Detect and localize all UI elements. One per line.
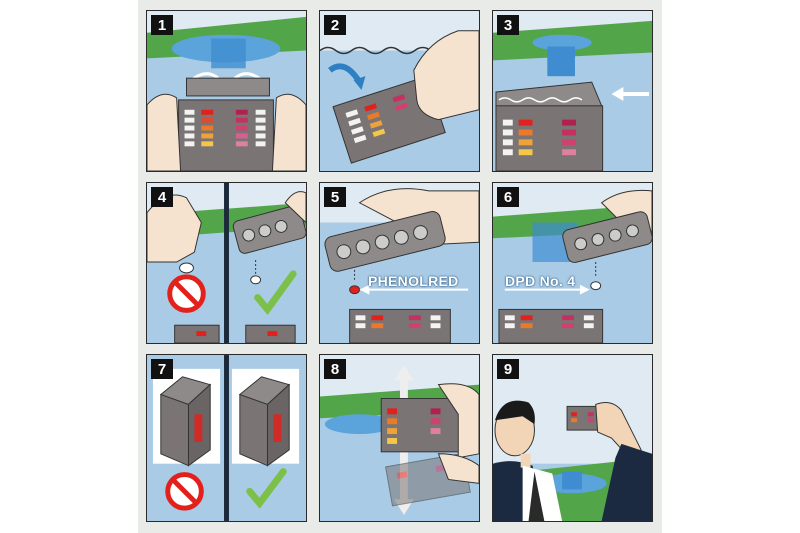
step-9-illustration bbox=[493, 355, 652, 521]
tester-icon bbox=[160, 393, 189, 467]
step-2-illustration bbox=[320, 11, 479, 164]
step-8-illustration bbox=[320, 355, 479, 516]
reagent-label-dpd4: DPD No. 4 bbox=[505, 273, 576, 289]
step-number: 1 bbox=[151, 15, 173, 35]
step-3-panel: 3 bbox=[492, 10, 653, 172]
step-5-panel: 5 PHENOLRED bbox=[319, 182, 480, 344]
step-number: 2 bbox=[324, 15, 346, 35]
step-6-panel: 6 DPD No. 4 bbox=[492, 182, 653, 344]
step-number: 3 bbox=[497, 15, 519, 35]
hand-icon bbox=[437, 383, 479, 459]
step-3-illustration bbox=[493, 11, 652, 171]
dip-arrow-icon bbox=[328, 63, 363, 84]
blister-pack-icon bbox=[562, 211, 652, 263]
hand-icon bbox=[413, 30, 479, 121]
check-icon bbox=[246, 468, 287, 509]
step-number: 5 bbox=[324, 187, 346, 207]
white-tablet-icon bbox=[590, 281, 602, 291]
step-1-panel: 1 bbox=[146, 10, 307, 172]
step-7-panel: 7 bbox=[146, 354, 307, 522]
step-1-illustration bbox=[147, 11, 306, 171]
step-4-illustration bbox=[147, 183, 306, 343]
instruction-sheet: 1 bbox=[138, 0, 662, 533]
step-6-illustration bbox=[493, 183, 652, 343]
hand-icon bbox=[147, 93, 182, 171]
step-number: 4 bbox=[151, 187, 173, 207]
red-tablet-icon bbox=[349, 285, 360, 295]
tablet-icon bbox=[179, 262, 194, 274]
step-2-panel: 2 bbox=[319, 10, 480, 172]
reagent-label-phenolred: PHENOLRED bbox=[368, 273, 459, 289]
step-number: 6 bbox=[497, 187, 519, 207]
step-number: 9 bbox=[497, 359, 519, 379]
tester-icon bbox=[566, 405, 600, 431]
step-8-panel: 8 bbox=[319, 354, 480, 522]
step-number: 8 bbox=[324, 359, 346, 379]
tester-icon bbox=[495, 105, 604, 171]
step-9-panel: 9 bbox=[492, 354, 653, 522]
step-number: 7 bbox=[151, 359, 173, 379]
check-icon bbox=[254, 270, 297, 316]
step-4-panel: 4 bbox=[146, 182, 307, 344]
step-5-illustration bbox=[320, 183, 479, 343]
step-7-illustration bbox=[152, 355, 300, 521]
